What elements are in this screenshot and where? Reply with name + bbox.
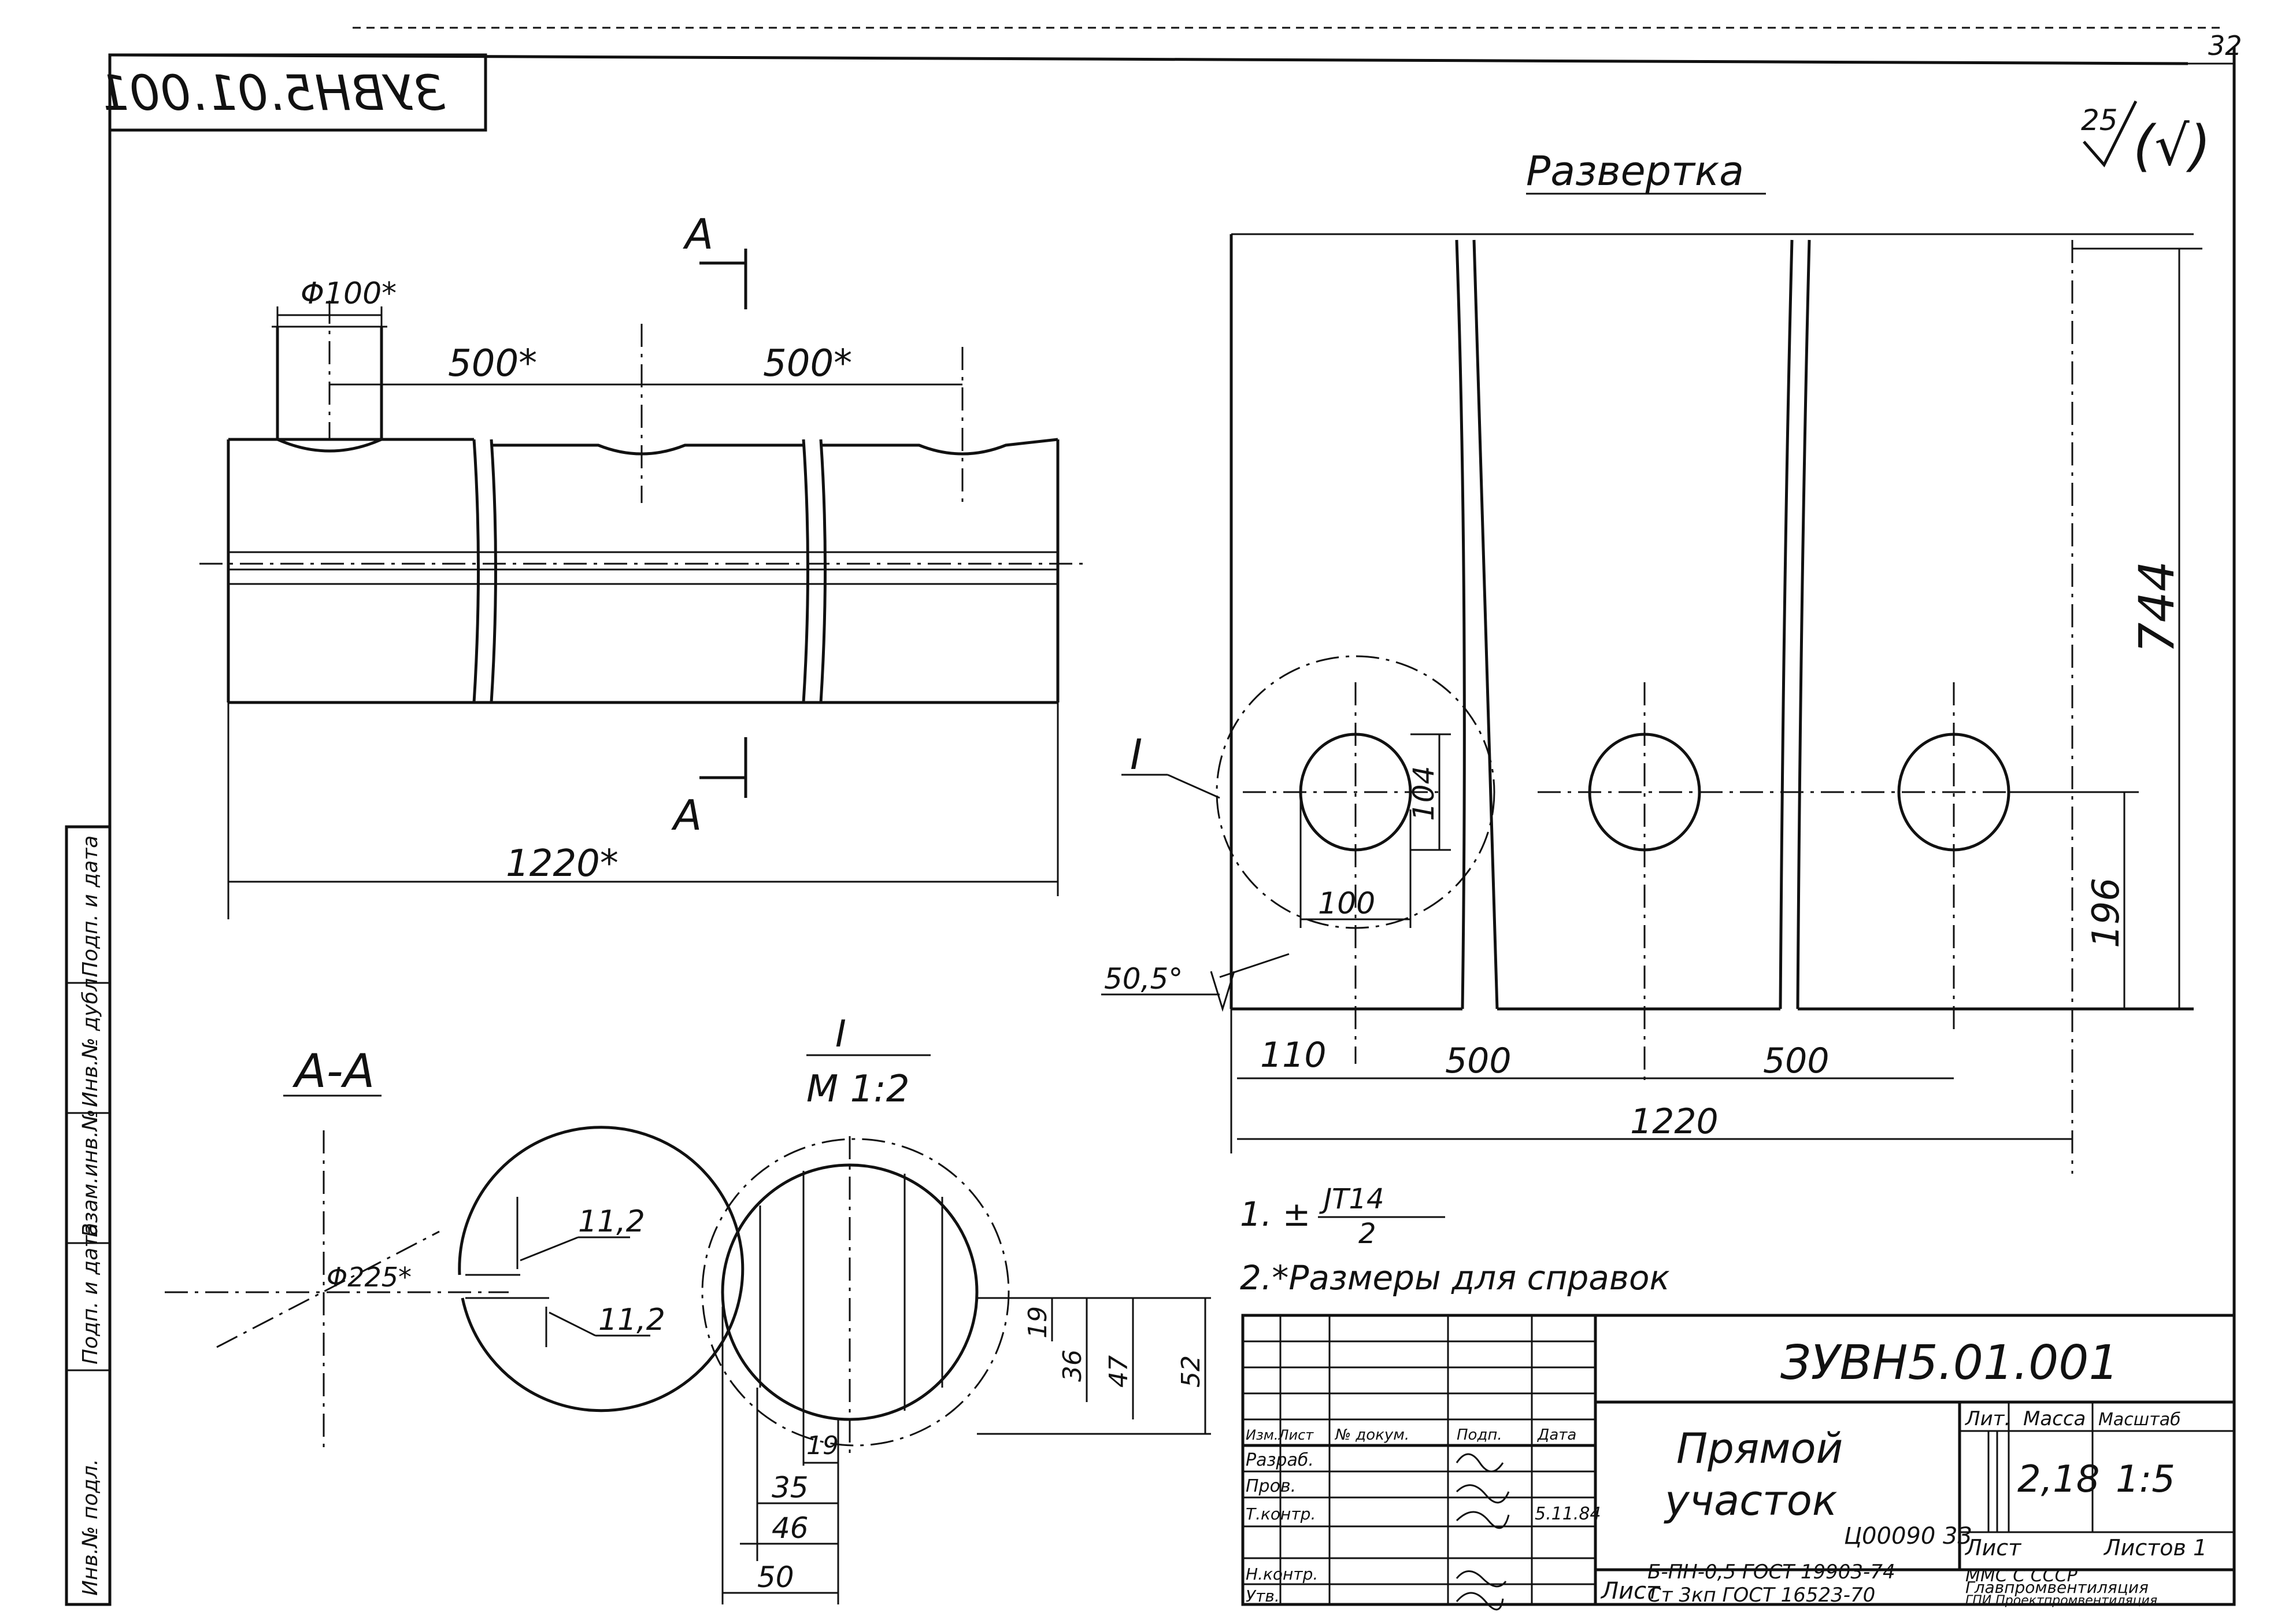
side-strip-cell-3: Взам.инв.№ [79,1109,102,1237]
sheets-label: Листов 1 [2103,1535,2207,1560]
sheet-label: Лист [1964,1535,2022,1560]
detail-scale: M 1:2 [806,1068,910,1111]
dim-104: 104 [1407,766,1440,821]
role-norm-control: Н.контр. [1246,1565,1318,1584]
dim-50: 50 [757,1560,794,1594]
section-mark-bottom: A [671,791,702,840]
role-tech-control: Т.контр. [1246,1504,1316,1523]
material-line2: Ст 3кп ГОСТ 16523-70 [1647,1584,1875,1607]
title-name-line1: Прямой [1676,1424,1843,1473]
roughness-value: 25 [2081,103,2118,137]
org-line1: ММС С СССР [1965,1566,2078,1586]
material-label: Лист [1600,1578,1661,1604]
side-strip-cell-2: Инв.№ дубл. [79,971,102,1107]
side-strip-cell-4: Подп. и дата [79,1223,102,1364]
dim-1220-dev: 1220 [1630,1101,1719,1142]
dim-500-a: 500 [1445,1041,1512,1081]
detail-label: I [835,1013,846,1056]
note-2: 2.*Размеры для справок [1240,1258,1670,1297]
title-designation: ЗУВН5.01.001 [1780,1336,2119,1391]
detail-ref: I [1130,730,1142,779]
note-1-denominator: 2 [1358,1218,1376,1250]
dim-diameter-225: Φ225* [327,1262,412,1293]
dim-46: 46 [772,1511,809,1545]
section-aa: A-A Φ225* 11,2 11,2 [165,1044,745,1451]
dim-diameter-100: Φ100* [301,276,397,311]
role-checked: Пров. [1246,1476,1296,1496]
col-head-date: Дата [1537,1426,1576,1444]
title-block: ЗУВН5.01.001 Прямой участок Ц00090 33 Ли… [1241,1314,2236,1611]
role-change: Изм.Лист [1246,1427,1314,1443]
dim-19-vertical: 19 [1023,1306,1053,1338]
org-line2: Главпромвентиляция [1965,1578,2149,1597]
dim-110: 110 [1260,1035,1327,1075]
col-head-document: № докум. [1334,1426,1409,1444]
col-head-signature: Подп. [1457,1426,1502,1444]
title-sheet-code: Ц00090 33 [1844,1523,1972,1550]
note-1-numerator: JT14 [1319,1183,1384,1215]
signature-mark [1456,1453,1510,1611]
dim-500-right: 500* [763,342,852,385]
dim-500-b: 500 [1763,1041,1830,1081]
roughness-symbol: 25 (√) [2081,100,2211,178]
dim-47: 47 [1104,1355,1134,1388]
side-strip-cell-1: Подп. и дата [79,835,102,977]
front-view: Φ100* 500* 500* 1220* A A [199,210,1087,919]
detail-view: I M 1:2 19 36 47 52 19 35 46 50 [701,1013,1211,1604]
roughness-suffix: (√) [2133,114,2211,178]
dim-gap-bottom: 11,2 [598,1303,665,1337]
side-strip-cell-5: Инв.№ подл. [79,1459,102,1596]
development-view: Развертка 744 196 [1101,147,2202,1174]
note-1-prefix: 1. ± [1240,1195,1310,1234]
title-name-line2: участок [1664,1476,1837,1525]
dim-500-left: 500* [448,342,537,385]
dim-gap-top: 11,2 [578,1204,645,1239]
dim-1220-front: 1220* [506,842,619,885]
dim-52: 52 [1176,1355,1206,1388]
dim-196: 196 [2085,878,2128,948]
title-date: 5.11.84 [1535,1504,1601,1524]
dim-19-horizontal: 19 [806,1431,839,1460]
material-line1: Б-ПН-0,5 ГОСТ 19903-74 [1647,1560,1895,1584]
page-number: 32 [2208,30,2242,61]
dim-100: 100 [1318,886,1375,921]
mass-value: 2,18 [2017,1458,2100,1501]
dim-35: 35 [772,1471,809,1504]
dim-744: 744 [2128,561,2185,653]
mirrored-stamp-text: ЗУВН5.01.001 [98,65,445,121]
scale-label: Масштаб [2098,1410,2181,1430]
litera-label: Лит. [1964,1407,2010,1430]
side-strip: Подп. и дата Инв.№ дубл. Взам.инв.№ Подп… [65,825,112,1606]
notes: 1. ± JT14 2 2.*Размеры для справок [1240,1183,1670,1297]
development-title: Развертка [1526,147,1744,195]
role-approved: Утв. [1246,1587,1280,1606]
section-aa-label: A-A [292,1044,375,1098]
mass-label: Масса [2023,1407,2086,1430]
org-line3: ГПИ Проектпромвентиляция [1965,1593,2157,1608]
dim-bevel: 50,5° [1104,962,1183,996]
dim-36: 36 [1058,1349,1087,1382]
role-developed: Разраб. [1246,1450,1314,1470]
scale-value: 1:5 [2116,1458,2175,1501]
section-mark-top: A [683,210,713,258]
mirrored-stamp: ЗУВН5.01.001 [98,53,487,132]
